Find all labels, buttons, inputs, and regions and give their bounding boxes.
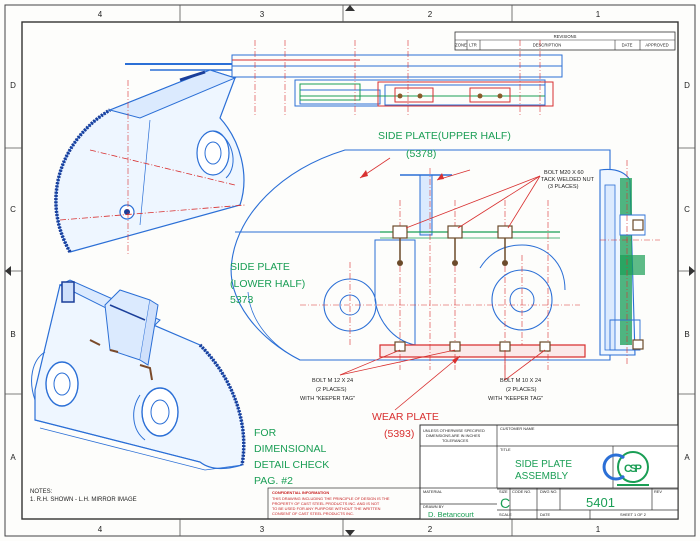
notes-line-1: 1. R.H. SHOWN - L.H. MIRROR IMAGE [30, 497, 137, 503]
confidential-block: CONFIDENTIAL INFORMATION THIS DRAWING IN… [267, 487, 421, 520]
callout-leaders [339, 157, 546, 411]
dimensional-check-line-3: DETAIL CHECK [254, 459, 329, 471]
zone-row-left-c: C [10, 205, 16, 214]
zone-row-right-a: A [684, 453, 690, 462]
dimensional-check-line-4: PAG. #2 [254, 475, 293, 487]
drawing-title-line-1: SIDE PLATE [515, 459, 572, 470]
nut-note-line-3: (3 PLACES) [548, 184, 579, 190]
sheet-number: SHEET 1 OF 2 [620, 512, 646, 517]
rev-header-zone: ZONE [455, 43, 467, 48]
side-plate-lower-label-1: SIDE PLATE [230, 261, 290, 273]
drawing-number: 5401 [586, 495, 615, 510]
drawn-by-name: D. Betancourt [428, 510, 475, 519]
side-plate-lower-part-number: 5373 [230, 294, 254, 306]
material-label: MATERIAL [423, 489, 443, 494]
title-block: UNLESS OTHERWISE SPECIFIED DIMENSIONS AR… [419, 424, 679, 520]
dimensional-check-line-2: DIMENSIONAL [254, 443, 327, 455]
side-plate-upper-part-number: (5378) [406, 148, 436, 160]
zone-col-top-4: 4 [98, 10, 103, 19]
zone-row-right-b: B [684, 330, 689, 339]
zone-row-left-d: D [10, 81, 16, 90]
bolt-left-note-line-3: WITH "KEEPER TAG" [300, 396, 355, 402]
drawing-title-line-2: ASSEMBLY [515, 471, 568, 482]
zone-row-left-b: B [10, 330, 15, 339]
rev-header-description: DESCRIPTION [533, 43, 562, 48]
tolerances-label: TOLERANCES [442, 438, 469, 443]
revision-block: REVISIONS ZONE LTR DESCRIPTION DATE APPR… [454, 31, 676, 51]
zone-col-top-1: 1 [596, 10, 601, 19]
side-section-view [599, 160, 660, 365]
csp-logo: CSP [602, 451, 649, 486]
rev-label: REV [654, 489, 662, 494]
confidential-line-2: PROPERTY OF CAST STEEL PRODUCTS INC. AND… [272, 501, 380, 506]
wear-plate-part-number: (5393) [384, 428, 414, 440]
zone-row-right-d: D [684, 81, 690, 90]
zone-row-right-c: C [684, 205, 690, 214]
zone-col-bottom-1: 1 [596, 525, 601, 534]
drawing-size: C [500, 495, 510, 511]
code-no-label: CODE NO. [512, 489, 531, 494]
title-label: TITLE [500, 447, 511, 452]
side-plate-upper-label: SIDE PLATE(UPPER HALF) [378, 130, 511, 142]
zone-row-left-a: A [10, 453, 16, 462]
wear-plate-label: WEAR PLATE [372, 411, 439, 423]
zone-col-top-3: 3 [260, 10, 265, 19]
confidential-line-1: THIS DRAWING INCLUDING THE PRINCIPLE OF … [272, 496, 390, 501]
bolt-left-note-line-2: (2 PLACES) [316, 387, 347, 393]
zone-col-bottom-4: 4 [98, 525, 103, 534]
date-label: DATE [540, 512, 550, 517]
bolt-right-note-line-3: WITH "KEEPER TAG" [488, 396, 543, 402]
upper-isometric-part [54, 69, 246, 255]
zone-col-top-2: 2 [428, 10, 433, 19]
rev-header-ltr: LTR [469, 43, 477, 48]
top-elevation-view [125, 40, 563, 115]
dwg-no-label: DWG NO. [540, 489, 558, 494]
zone-col-bottom-3: 3 [260, 525, 265, 534]
scale-label: SCALE [499, 512, 512, 517]
bolt-right-note-line-2: (2 PLACES) [506, 387, 537, 393]
rev-header-date: DATE [622, 43, 633, 48]
logo-letters: CSP [624, 463, 642, 475]
size-label: SIZE [499, 489, 508, 494]
nut-note-line-1: BOLT M20 X 60 [544, 170, 584, 176]
confidential-line-4: CONSENT OF CAST STEEL PRODUCTS INC. [272, 511, 354, 516]
bolt-right-note-line-1: BOLT M 10 X 24 [500, 378, 541, 384]
confidential-line-3: TO BE USED FOR ANY PURPOSE WITHOUT THE W… [272, 506, 381, 511]
nut-note-line-2: TACK WELDED NUT [541, 177, 595, 183]
zone-col-bottom-2: 2 [428, 525, 433, 534]
lower-isometric-part [31, 279, 246, 471]
notes-heading: NOTES: [30, 489, 53, 495]
unless-line-1: UNLESS OTHERWISE SPECIFIED [423, 428, 485, 433]
bolt-left-note-line-1: BOLT M 12 X 24 [312, 378, 353, 384]
side-plate-lower-label-2: (LOWER HALF) [230, 278, 305, 290]
revisions-title: REVISIONS [554, 34, 577, 39]
confidential-heading: CONFIDENTIAL INFORMATION [272, 490, 329, 495]
dimensional-check-line-1: FOR [254, 427, 277, 439]
rev-header-approved: APPROVED [645, 43, 668, 48]
customer-name-label: CUSTOMER NAME [500, 426, 535, 431]
main-front-view [230, 149, 611, 370]
drawn-by-label: DRAWN BY [423, 504, 444, 509]
unless-line-2: DIMENSIONS ARE IN INCHES [426, 433, 481, 438]
